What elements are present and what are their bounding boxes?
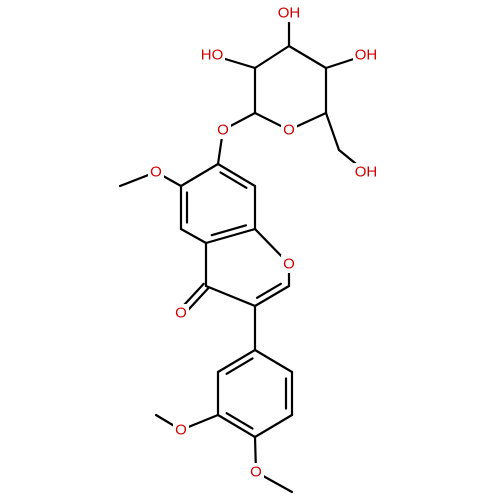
- hydroxyl-label-c6: OH: [353, 163, 379, 181]
- hydroxyl-label-c4: OH: [353, 46, 379, 64]
- bond-g3-g2: [253, 44, 291, 70]
- bond-b1-b2-inner: [225, 357, 254, 375]
- methoxy-oxygen-label-ring-a: O: [148, 163, 164, 181]
- svg-text:O: O: [250, 464, 262, 481]
- atom-label-layer: O O O O O O O HO: [148, 4, 379, 481]
- bond-c6-c7: [179, 162, 220, 188]
- svg-text:O: O: [217, 122, 229, 139]
- bond-b4-b5: [253, 413, 294, 439]
- bond-b3-b4-inner: [225, 412, 254, 430]
- bond-layer: [118, 11, 368, 494]
- bond-c2-c3-inner: [255, 282, 282, 299]
- methoxy-oxygen-label-meta: O: [173, 421, 189, 439]
- pyranose-ring-oxygen-label: O: [281, 121, 297, 139]
- bond-c7-c8-inner: [219, 171, 248, 189]
- bond-c8a-c4a-inner: [210, 224, 248, 237]
- svg-text:HO: HO: [201, 47, 224, 64]
- bond-b3-b4: [216, 413, 257, 439]
- svg-text:OH: OH: [355, 47, 378, 64]
- bond-c2-c3: [253, 284, 291, 308]
- hydroxyl-label-c3: OH: [276, 4, 302, 22]
- glycosidic-oxygen-label: O: [215, 121, 231, 139]
- bond-b6-b1: [253, 348, 294, 374]
- bond-c4a-c5: [179, 227, 208, 245]
- bond-c8a-c4a: [204, 227, 257, 245]
- hydroxyl-label-c2: HO: [199, 46, 225, 64]
- svg-text:O: O: [283, 256, 295, 273]
- bond-b1-b2: [216, 348, 257, 374]
- svg-text:O: O: [150, 164, 162, 181]
- bond-c3-c4: [204, 284, 257, 308]
- svg-text:O: O: [283, 122, 295, 139]
- svg-text:O: O: [175, 422, 187, 439]
- bond-g5-g6: [324, 111, 341, 152]
- bond-c7-c8: [216, 162, 257, 188]
- svg-text:OH: OH: [355, 164, 378, 181]
- chromone-ring-oxygen-label: O: [281, 255, 297, 273]
- methoxy-oxygen-label-para: O: [248, 463, 264, 481]
- svg-text:OH: OH: [278, 5, 301, 22]
- ketone-oxygen-label: O: [173, 304, 189, 322]
- bond-g4-g3: [287, 44, 328, 70]
- svg-text:O: O: [175, 305, 187, 322]
